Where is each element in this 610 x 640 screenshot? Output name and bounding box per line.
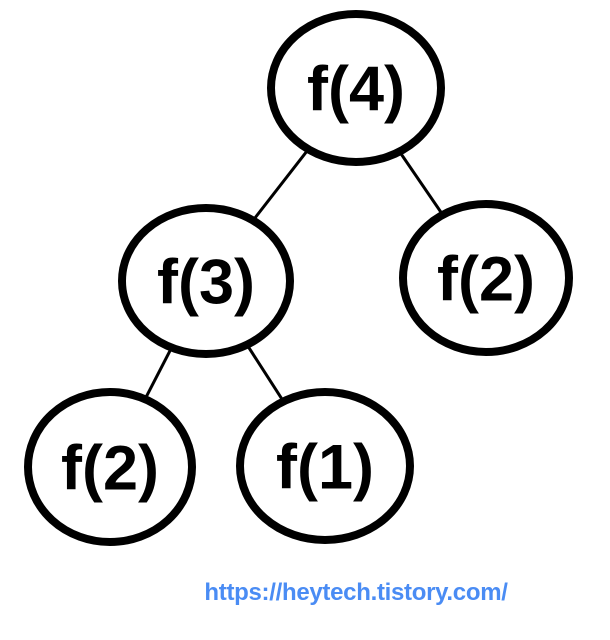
tree-node-left-left: f(2): [24, 388, 196, 546]
tree-node-left-right: f(1): [236, 388, 414, 544]
node-label: f(2): [61, 434, 159, 504]
node-circle: [267, 10, 445, 166]
node-circle: [399, 200, 573, 356]
node-label: f(1): [276, 433, 374, 503]
node-label: f(4): [307, 55, 405, 125]
node-label: f(2): [437, 245, 535, 315]
node-label: f(3): [157, 248, 255, 318]
tree-node-right: f(2): [399, 200, 573, 356]
tree-node-left: f(3): [118, 204, 294, 358]
node-circle: [24, 388, 196, 546]
node-circle: [236, 388, 414, 544]
node-circle: [118, 204, 294, 358]
tree-node-root: f(4): [267, 10, 445, 166]
watermark-url: https://heytech.tistory.com/: [204, 579, 508, 606]
